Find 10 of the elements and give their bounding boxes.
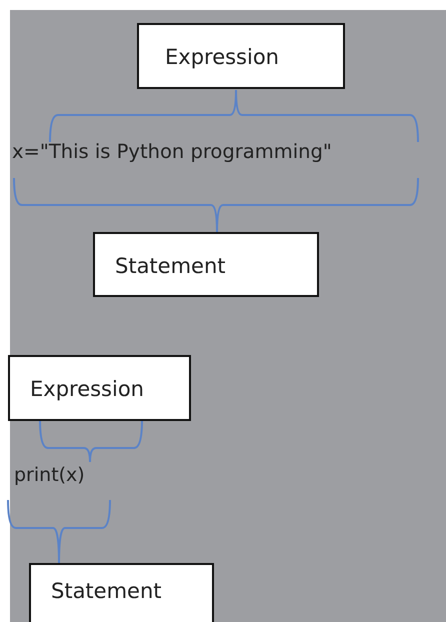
term-label: Statement [115,254,226,278]
term-box [8,355,191,421]
term-box [137,23,345,89]
term-box [29,563,214,622]
code-text: x="This is Python programming" [12,140,332,163]
term-box [93,232,319,297]
term-label: Statement [51,579,162,603]
code-text: print(x) [14,464,85,486]
term-label: Expression [30,377,144,401]
term-label: Expression [165,45,279,69]
